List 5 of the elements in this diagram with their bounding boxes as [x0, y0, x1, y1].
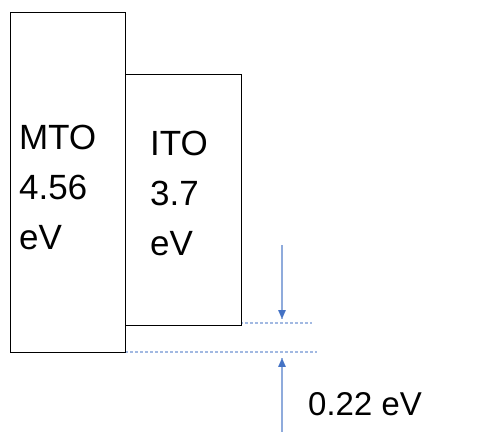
material-box	[125, 74, 242, 326]
box-label: ITO 3.7 eV	[150, 123, 209, 265]
material-box	[10, 12, 126, 353]
box-label: MTO 4.56 eV	[19, 117, 98, 259]
energy-difference-label: 0.22 eV	[308, 385, 422, 423]
